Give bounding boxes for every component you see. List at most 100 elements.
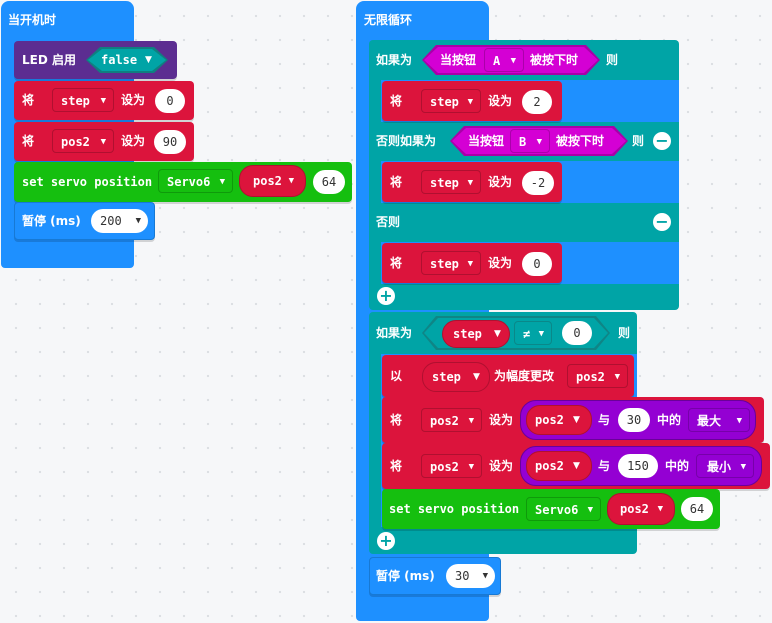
variable-dropdown-step[interactable]: step▼: [52, 88, 114, 112]
left-variable: step: [453, 327, 482, 341]
pause-duration-dropdown[interactable]: 200 ▼: [91, 209, 148, 233]
number-input[interactable]: 0: [155, 89, 185, 113]
button-name: A: [493, 54, 501, 68]
first-operand: pos2: [535, 459, 564, 473]
on-start-title: 当开机时: [8, 13, 57, 27]
chevron-down-icon: ▼: [587, 505, 593, 515]
variable-reporter[interactable]: [526, 451, 592, 481]
pause-value: 30: [455, 569, 470, 583]
variable-dropdown-pos2[interactable]: pos2 ▼: [245, 169, 301, 193]
number-input[interactable]: 90: [154, 130, 186, 154]
chevron-down-icon: ▼: [482, 571, 488, 581]
chevron-down-icon: ▼: [736, 416, 742, 426]
button-name: B: [519, 135, 527, 149]
set-to-label: 设为: [121, 134, 146, 148]
button-dropdown[interactable]: A▼: [484, 48, 524, 72]
set-keyword: 将: [390, 256, 403, 270]
number-input[interactable]: 64: [681, 497, 713, 521]
variable-name: pos2: [576, 370, 605, 384]
chevron-down-icon: ▼: [510, 56, 516, 66]
chevron-down-icon: ▼: [494, 329, 501, 339]
variable-dropdown-step[interactable]: step ▼: [421, 89, 481, 113]
chevron-down-icon: ▼: [100, 96, 106, 106]
chevron-down-icon: ▼: [467, 178, 473, 188]
variable-reporter[interactable]: [442, 320, 510, 348]
variable-dropdown-pos2[interactable]: pos2 ▼: [612, 497, 670, 521]
chevron-down-icon: ▼: [573, 461, 580, 471]
variable-reporter[interactable]: [526, 405, 592, 435]
chevron-down-icon: ▼: [145, 55, 152, 65]
variable-reporter[interactable]: [422, 362, 490, 392]
variable-dropdown-pos2[interactable]: pos2▼: [421, 408, 482, 432]
number-input[interactable]: 30: [618, 408, 650, 432]
set-keyword: 将: [22, 93, 35, 107]
chevron-down-icon: ▼: [467, 97, 473, 107]
button-dropdown[interactable]: B▼: [510, 129, 550, 153]
remove-branch-icon[interactable]: −: [653, 213, 671, 231]
number-input[interactable]: 150: [618, 454, 658, 478]
chevron-down-icon: ▼: [468, 462, 474, 472]
pause-duration-dropdown[interactable]: 30 ▼: [446, 564, 495, 588]
chevron-down-icon: ▼: [467, 259, 473, 269]
chevron-down-icon: ▼: [473, 372, 480, 382]
chevron-down-icon: ▼: [657, 504, 663, 514]
variable-name: pos2: [253, 174, 282, 188]
pause-value: 200: [100, 214, 122, 228]
variable-dropdown-pos2[interactable]: pos2▼: [567, 364, 628, 388]
variable-name: pos2: [620, 502, 649, 516]
variable-dropdown-step[interactable]: step ▼: [421, 251, 481, 275]
servo-dropdown[interactable]: Servo6 ▼: [158, 169, 233, 193]
then-label: 则: [632, 134, 645, 148]
button-label: 当按钮: [468, 134, 505, 148]
first-operand: pos2: [535, 413, 564, 427]
function-name: 最小: [707, 460, 732, 474]
of-label: 中的: [665, 459, 690, 473]
with-label: 与: [598, 459, 611, 473]
add-branch-icon[interactable]: +: [377, 287, 395, 305]
minmax-function-dropdown[interactable]: 最大 ▼: [688, 408, 750, 432]
set-to-label: 设为: [489, 413, 514, 427]
chevron-down-icon: ▼: [538, 329, 544, 339]
number-input[interactable]: -2: [522, 171, 554, 195]
chevron-down-icon: ▼: [536, 137, 542, 147]
remove-branch-icon[interactable]: −: [653, 132, 671, 150]
number-input[interactable]: 64: [313, 170, 345, 194]
operator-dropdown[interactable]: ≠▼: [514, 321, 552, 345]
variable-name: pos2: [61, 135, 90, 149]
variable-name: step: [430, 257, 459, 271]
function-name: 最大: [697, 414, 722, 428]
servo-name: Servo6: [535, 503, 579, 517]
else-label: 否则: [376, 215, 401, 229]
chevron-down-icon: ▼: [100, 137, 106, 147]
variable-dropdown-step[interactable]: step▼: [421, 170, 481, 194]
of-label: 中的: [657, 413, 682, 427]
chevron-down-icon: ▼: [219, 177, 225, 187]
number-input[interactable]: 0: [522, 252, 552, 276]
minmax-function-dropdown[interactable]: 最小▼: [696, 454, 754, 478]
set-to-label: 设为: [488, 256, 513, 270]
variable-dropdown-pos2[interactable]: pos2 ▼: [52, 129, 114, 153]
chevron-down-icon: ▼: [135, 216, 141, 226]
servo-label: set servo position: [389, 502, 520, 516]
servo-label: set servo position: [22, 175, 153, 189]
if-label: 如果为: [376, 53, 413, 67]
variable-dropdown-pos2[interactable]: pos2▼: [421, 454, 482, 478]
number-input[interactable]: 2: [522, 90, 552, 114]
pressed-label: 被按下时: [530, 53, 579, 67]
with-label: 与: [598, 413, 611, 427]
chevron-down-icon: ▼: [288, 176, 294, 186]
set-keyword: 将: [390, 175, 403, 189]
variable-name: step: [430, 95, 459, 109]
set-to-label: 设为: [488, 175, 513, 189]
set-keyword: 将: [390, 459, 403, 473]
add-branch-icon[interactable]: +: [377, 532, 395, 550]
servo-name: Servo6: [167, 175, 211, 189]
change-keyword: 以: [390, 369, 403, 383]
then-label: 则: [618, 326, 631, 340]
led-enable-value: false: [101, 53, 138, 67]
number-input[interactable]: 0: [562, 321, 592, 345]
servo-dropdown[interactable]: Servo6 ▼: [526, 497, 601, 521]
forever-title: 无限循环: [364, 13, 413, 27]
button-label: 当按钮: [440, 53, 477, 67]
set-keyword: 将: [22, 134, 35, 148]
